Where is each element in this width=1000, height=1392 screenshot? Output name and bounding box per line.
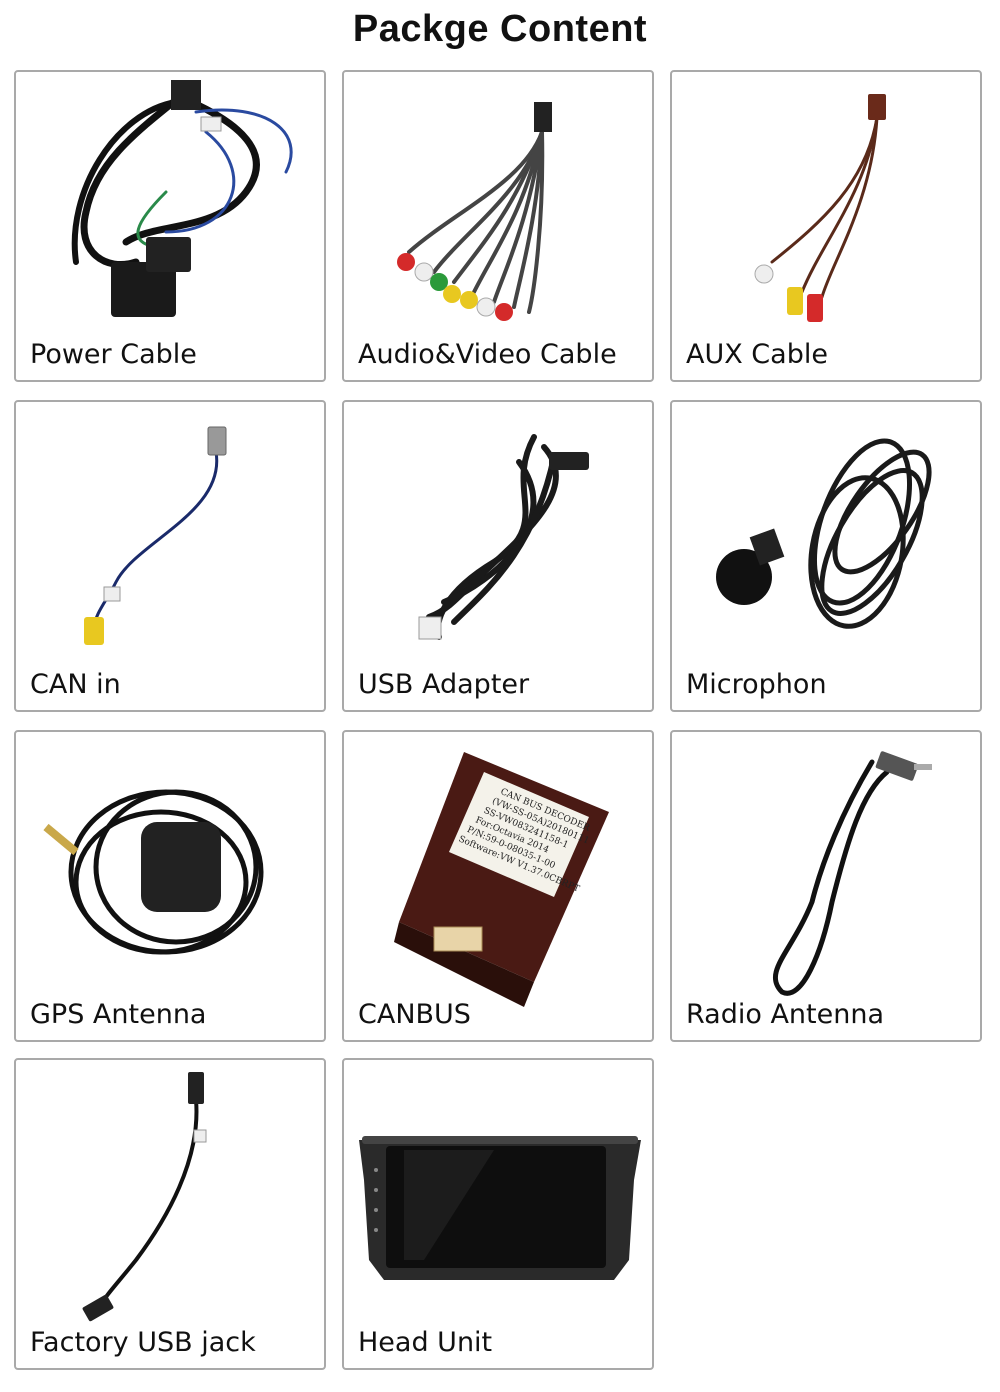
power-cable-icon	[71, 80, 293, 317]
item-label: CANBUS	[358, 999, 471, 1030]
can-in-cable-icon	[84, 426, 227, 645]
package-item-microphon: Microphon	[670, 400, 982, 712]
package-item-aux-cable: AUX Cable	[670, 70, 982, 382]
item-label: Microphon	[686, 669, 827, 700]
item-label: CAN in	[30, 669, 121, 700]
item-label: GPS Antenna	[30, 999, 207, 1030]
package-item-audio-video-cable: Audio&Video Cable	[342, 70, 654, 382]
item-label: USB Adapter	[358, 669, 530, 700]
usb-adapter-cable-icon	[418, 434, 589, 640]
aux-cable-icon	[754, 94, 886, 322]
factory-usb-jack-icon	[82, 1072, 207, 1322]
package-item-usb-adapter: USB Adapter	[342, 400, 654, 712]
radio-antenna-icon	[773, 751, 932, 996]
package-item-power-cable: Power Cable	[14, 70, 326, 382]
package-item-head-unit: Head Unit	[342, 1058, 654, 1370]
microphone-icon	[716, 438, 932, 629]
canbus-decoder-icon: CAN BUS DECODER (VW-SS-05A)20180111 SS-V…	[394, 752, 609, 1007]
package-item-radio-antenna: Radio Antenna	[670, 730, 982, 1042]
package-item-canbus: CAN BUS DECODER (VW-SS-05A)20180111 SS-V…	[342, 730, 654, 1042]
package-item-can-in: CAN in	[14, 400, 326, 712]
package-item-factory-usb-jack: Factory USB jack	[14, 1058, 326, 1370]
head-unit-icon	[359, 1136, 641, 1280]
audio-video-cable-icon	[397, 102, 552, 321]
item-label: Head Unit	[358, 1327, 493, 1358]
item-label: Factory USB jack	[30, 1327, 256, 1358]
item-label: Radio Antenna	[686, 999, 885, 1030]
page-title: Packge Content	[352, 8, 648, 50]
item-label: Audio&Video Cable	[358, 339, 617, 370]
item-label: Power Cable	[30, 339, 197, 370]
item-label: AUX Cable	[686, 339, 828, 370]
gps-antenna-icon	[43, 789, 264, 955]
package-item-gps-antenna: GPS Antenna	[14, 730, 326, 1042]
